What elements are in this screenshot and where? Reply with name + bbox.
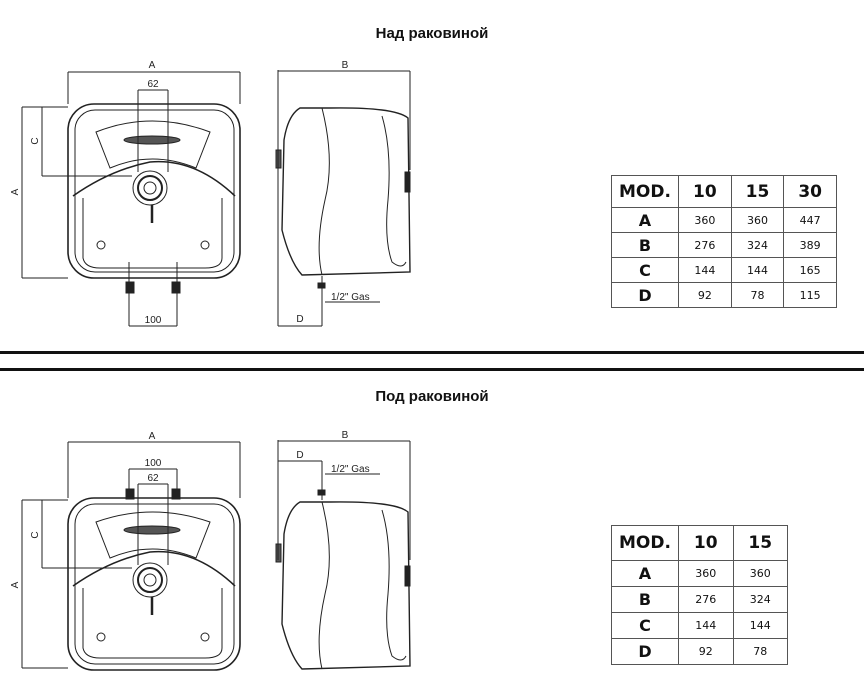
table-header-row: MOD. 10 15 (611, 525, 788, 561)
cell: 360 (732, 560, 788, 587)
front-view-under-sink (21, 441, 241, 671)
cell: 360 (730, 207, 785, 233)
dim-label-d: D (296, 314, 303, 325)
cell: 389 (783, 232, 837, 258)
row-label: D (611, 638, 679, 665)
table-row: D 92 78 115 (611, 282, 837, 308)
dim-label-d: D (296, 450, 303, 461)
cell: 324 (732, 586, 788, 613)
dim-label-a: A (149, 431, 156, 442)
dim-label-100: 100 (145, 458, 162, 469)
table-row: C 144 144 165 (611, 257, 837, 283)
cell: 324 (730, 232, 785, 258)
section-title-under-sink: Под раковиной (375, 388, 489, 405)
cell: 165 (783, 257, 837, 283)
cell: 78 (732, 638, 788, 665)
table-row: B 276 324 389 (611, 232, 837, 258)
cell: 144 (678, 257, 732, 283)
dim-label-gas: 1/2" Gas (331, 292, 370, 303)
spec-table-over-sink: MOD. 10 15 30 A 360 360 447 B 276 324 38… (611, 175, 837, 308)
dim-label-gas: 1/2" Gas (331, 464, 370, 475)
divider (0, 368, 864, 371)
row-label: B (611, 232, 679, 258)
table-row: A 360 360 447 (611, 207, 837, 233)
front-view-over-sink (21, 71, 241, 327)
cell: 78 (730, 282, 785, 308)
side-view-over-sink (275, 70, 411, 327)
spec-table-under-sink: MOD. 10 15 A 360 360 B 276 324 C 144 144… (611, 525, 788, 665)
row-label: C (611, 612, 679, 639)
dim-label-c: C (30, 531, 41, 538)
cell: 447 (783, 207, 837, 233)
header-cell: MOD. (611, 525, 679, 561)
table-row: B 276 324 (611, 586, 788, 613)
table-header-row: MOD. 10 15 30 (611, 175, 837, 208)
dim-label-b: B (342, 430, 349, 441)
header-cell: 30 (783, 175, 837, 208)
dim-label-a: A (149, 60, 156, 71)
cell: 92 (678, 282, 732, 308)
row-label: A (611, 560, 679, 587)
dim-label-a-vertical: A (10, 581, 21, 588)
table-row: D 92 78 (611, 638, 788, 665)
side-view-under-sink (275, 440, 411, 670)
row-label: B (611, 586, 679, 613)
dim-label-62: 62 (147, 79, 159, 90)
cell: 276 (678, 232, 732, 258)
dim-label-100: 100 (145, 315, 162, 326)
dim-label-b: B (342, 60, 349, 71)
dim-label-62: 62 (147, 473, 159, 484)
row-label: D (611, 282, 679, 308)
cell: 360 (678, 207, 732, 233)
header-cell: 10 (678, 525, 734, 561)
cell: 144 (678, 612, 734, 639)
section-title-over-sink: Над раковиной (375, 25, 489, 42)
header-cell: 15 (732, 525, 788, 561)
header-cell: 15 (730, 175, 785, 208)
row-label: C (611, 257, 679, 283)
cell: 144 (732, 612, 788, 639)
cell: 360 (678, 560, 734, 587)
header-cell: 10 (678, 175, 732, 208)
cell: 144 (730, 257, 785, 283)
table-row: C 144 144 (611, 612, 788, 639)
row-label: A (611, 207, 679, 233)
header-cell: MOD. (611, 175, 679, 208)
cell: 92 (678, 638, 734, 665)
table-row: A 360 360 (611, 560, 788, 587)
cell: 115 (783, 282, 837, 308)
cell: 276 (678, 586, 734, 613)
divider (0, 351, 864, 354)
dim-label-a-vertical: A (10, 188, 21, 195)
dim-label-c: C (30, 137, 41, 144)
